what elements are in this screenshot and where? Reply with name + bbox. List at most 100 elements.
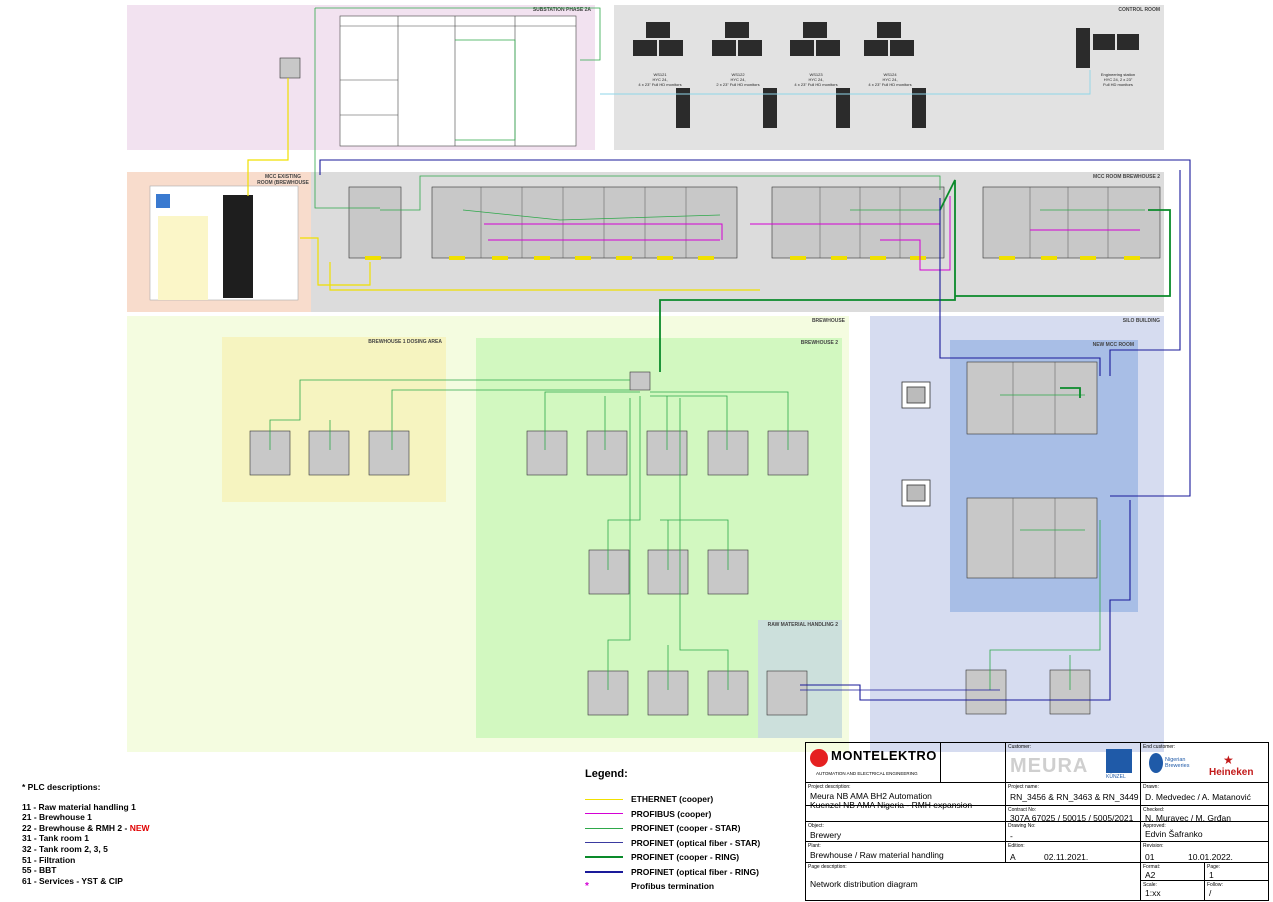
plc-item-text: 32 - Tank room 2, 3, 5 [22, 843, 108, 854]
new-mcc-label: NEW MCC ROOM [1092, 342, 1134, 348]
plant-caption: Plant: [808, 843, 821, 849]
company-sub: AUTOMATION AND ELECTRICAL ENGINEERING [816, 771, 918, 776]
object-caption: Object: [808, 823, 824, 829]
customer-cell: Customer: MEURA KÜNZEL [1006, 743, 1141, 783]
plc-descriptions: * PLC descriptions: 11 - Raw material ha… [22, 782, 150, 886]
approved-caption: Approved: [1143, 823, 1166, 829]
checked-value: N. Muravec / M. Grđan [1145, 813, 1231, 823]
field-panels [249, 57, 1091, 716]
kuenzel-logo-text: KÜNZEL [1106, 774, 1126, 780]
plc-new-flag: NEW [129, 822, 150, 833]
page-desc-caption: Page description: [808, 864, 847, 870]
plc-item: 22 - Brewhouse & RMH 2 - NEW [22, 823, 150, 834]
legend-label: PROFINET (optical fiber - STAR) [631, 837, 761, 848]
format-value: A2 [1145, 870, 1156, 880]
format-cell: Format: A2 [1141, 863, 1205, 881]
heineken-star-icon: ★ [1223, 753, 1234, 767]
ws124-name: WS124 [883, 72, 897, 77]
mcc-labels-yellow [365, 256, 1140, 260]
revision-value: 01 [1145, 852, 1155, 862]
project-desc-2: Kuenzel NB AMA Nigeria - RMH expansion [810, 800, 973, 810]
engineering-station-name: Engineering station [1100, 72, 1136, 77]
customer-caption: Customer: [1008, 744, 1032, 750]
engineering-station-line2: HYC 24, 2 x 23" [1103, 77, 1133, 82]
edition-caption: Edition: [1008, 843, 1025, 849]
ws122-line2: HYC 24, [730, 77, 746, 82]
scale-value: 1:xx [1145, 888, 1161, 898]
legend-swatch [585, 856, 623, 859]
legend-swatch [585, 798, 623, 800]
ws122-name: WS122 [731, 72, 745, 77]
nigerian-breweries-icon [1149, 753, 1163, 773]
revision-cell: Revision: 01 10.01.2022. [1141, 842, 1268, 863]
drawn-cell: Drawn: D. Medvedec / A. Matanović [1141, 783, 1268, 806]
profibus-links [484, 196, 1140, 271]
ws123-line3: 4 x 23" Full HD monitors [794, 82, 838, 87]
plc-item-text: 11 - Raw material handling 1 [22, 801, 136, 812]
ws123-caption: WS123 HYC 24, 4 x 23" Full HD monitors [792, 72, 840, 87]
plc-item: 55 - BBT [22, 865, 150, 876]
project-desc-caption: Project description: [808, 784, 851, 790]
plc-item-text: 22 - Brewhouse & RMH 2 - [22, 822, 130, 833]
ws124-caption: WS124 HYC 24, 4 x 23" Full HD monitors [866, 72, 914, 87]
profinet-ring-copper [659, 179, 1171, 398]
control-ethernet [600, 70, 1091, 95]
legend-swatch [585, 813, 623, 815]
ethernet-links [247, 78, 760, 291]
approved-value: Edvin Šafranko [1145, 829, 1203, 839]
mcc-bh2-label: MCC ROOM BREWHOUSE 2 [1093, 174, 1160, 180]
legend-swatch [585, 827, 623, 829]
edition-cell: Edition: A 02.11.2021. [1006, 842, 1141, 863]
project-name-cell: Project name: RN_3456 & RN_3463 & RN_344… [1006, 783, 1141, 806]
plc-item-text: 51 - Filtration [22, 854, 76, 865]
title-block: MONTELEKTRO AUTOMATION AND ELECTRICAL EN… [805, 742, 1269, 901]
object-cell: Object: Brewery [806, 822, 1006, 842]
plc-item-text: 61 - Services - YST & CIP [22, 875, 123, 886]
silo-building-label: SILO BUILDING [1122, 318, 1160, 324]
page-desc-value: Network distribution diagram [810, 879, 918, 889]
project-name-caption: Project name: [1008, 784, 1039, 790]
control-room-monitors [633, 22, 1139, 128]
plc-item-text: 21 - Brewhouse 1 [22, 812, 92, 823]
contract-cell: Contract No: 307A 67025 / 50015 / 5005/2… [1006, 806, 1141, 823]
legend-row-profinet-ring: PROFINET (cooper - RING) [585, 850, 805, 865]
profinet-star [269, 7, 1145, 690]
ws123-name: WS123 [809, 72, 823, 77]
substation-label: SUBSTATION PHASE 2A [532, 7, 591, 13]
ws124-line3: 4 x 23" Full HD monitors [868, 82, 912, 87]
revision-caption: Revision: [1143, 843, 1164, 849]
legend-row-ethernet: ETHERNET (cooper) [585, 792, 805, 807]
legend-label: PROFINET (cooper - STAR) [631, 823, 741, 834]
checked-cell: Checked: N. Muravec / M. Grđan [1141, 806, 1268, 823]
drawing-no-caption: Drawing No: [1008, 823, 1036, 829]
company-address-cell [941, 743, 1006, 783]
plc-item: 21 - Brewhouse 1 [22, 812, 150, 823]
plc-item-text: 31 - Tank room 1 [22, 833, 89, 844]
substation-switchgear-table [339, 15, 577, 147]
end-customer-cell: End customer: Nigerian Breweries Heineke… [1141, 743, 1268, 783]
drawn-value: D. Medvedec / A. Matanović [1145, 792, 1251, 802]
brewhouse2-label: BREWHOUSE 2 [800, 340, 838, 346]
plc-item-text: 55 - BBT [22, 865, 57, 876]
engineering-station-line3: Full HD monitors [1103, 82, 1133, 87]
ws121-line2: HYC 24, [652, 77, 668, 82]
object-value: Brewery [810, 830, 842, 840]
mcc-cabinet-dividers [480, 187, 1109, 258]
heineken-logo: Heineken [1209, 767, 1254, 778]
scale-caption: Scale: [1143, 882, 1157, 888]
legend-star: * [585, 880, 589, 892]
contract-caption: Contract No: [1008, 807, 1037, 813]
ws121-name: WS121 [653, 72, 667, 77]
legend-swatch [585, 842, 623, 844]
company-name: MONTELEKTRO [831, 748, 937, 763]
legend-row-fiber-star: PROFINET (optical fiber - STAR) [585, 836, 805, 851]
control-room-label: CONTROL ROOM [1118, 7, 1160, 13]
edition-value: A [1010, 852, 1016, 862]
checked-caption: Checked: [1143, 807, 1165, 813]
legend-label: ETHERNET (cooper) [631, 794, 714, 805]
brewhouse-label: BREWHOUSE [811, 318, 845, 324]
page-desc-cell: Page description: Network distribution d… [806, 863, 1141, 900]
project-desc-1: Meura NB AMA BH2 Automation [810, 791, 932, 801]
format-caption: Format: [1143, 864, 1161, 870]
end-customer-caption: End customer: [1143, 744, 1176, 750]
